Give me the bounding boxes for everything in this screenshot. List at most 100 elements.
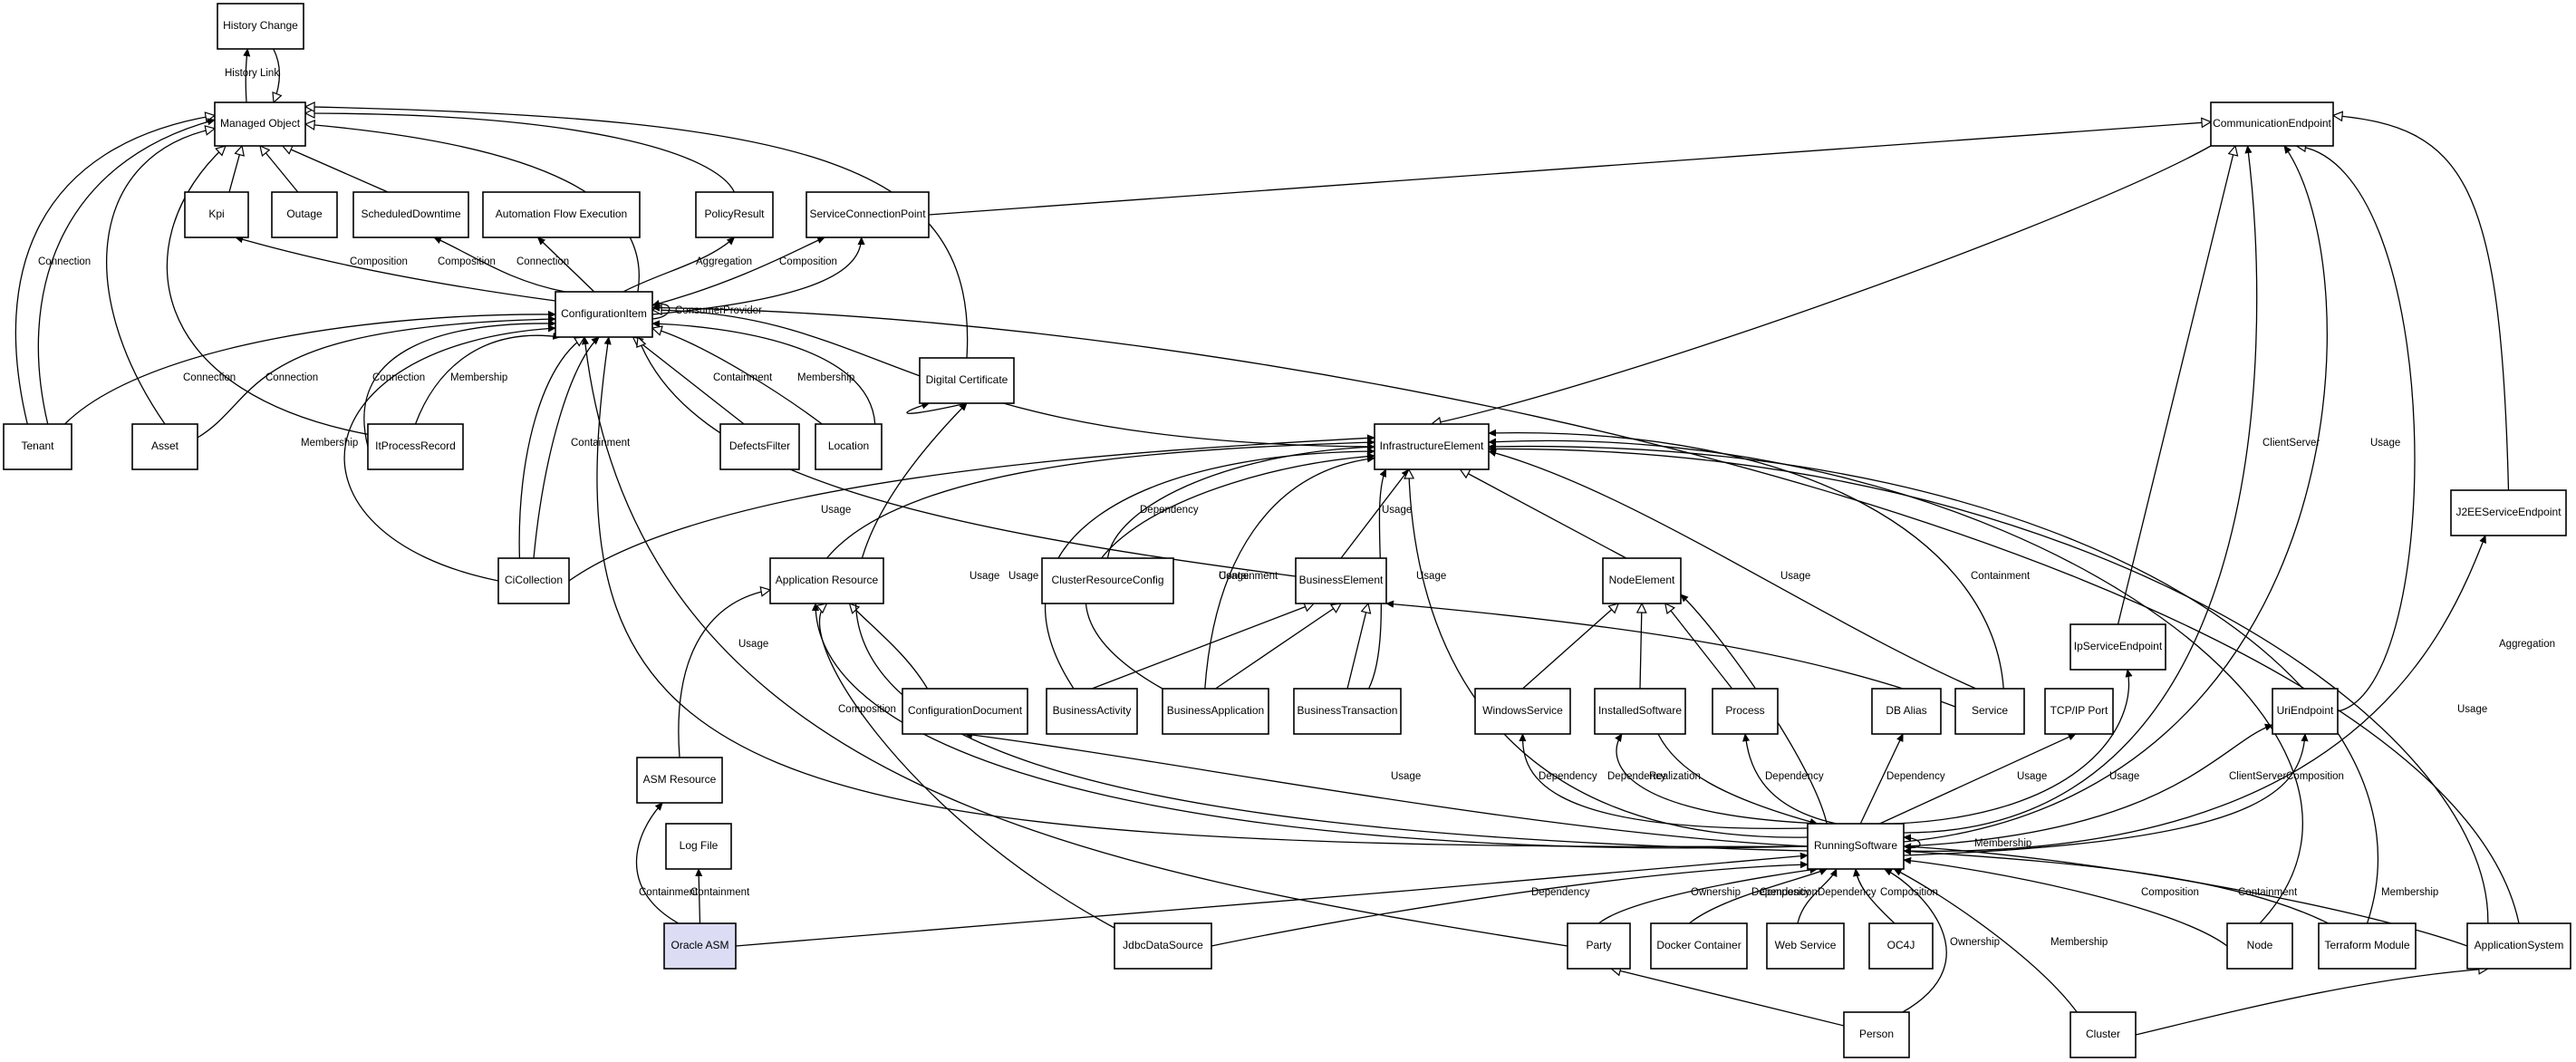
node-jdbc-data-source[interactable]: JdbcDataSource: [1114, 922, 1212, 970]
node-defects-filter[interactable]: DefectsFilter: [719, 423, 800, 470]
node-box[interactable]: [663, 922, 737, 970]
node-box[interactable]: [806, 191, 930, 238]
node-application-system[interactable]: ApplicationSystem: [2466, 922, 2571, 970]
node-box[interactable]: [1650, 922, 1748, 970]
node-box[interactable]: [1293, 688, 1402, 735]
node-windows-service[interactable]: WindowsService: [1474, 688, 1571, 735]
node-box[interactable]: [1594, 688, 1686, 735]
node-box[interactable]: [184, 191, 249, 238]
node-box[interactable]: [1843, 1011, 1910, 1058]
node-policy-result[interactable]: PolicyResult: [695, 191, 774, 238]
node-communication-endpoint[interactable]: CommunicationEndpoint: [2210, 101, 2334, 147]
node-box[interactable]: [271, 191, 338, 238]
node-box[interactable]: [352, 191, 469, 238]
node-box[interactable]: [555, 291, 653, 338]
node-person[interactable]: Person: [1843, 1011, 1910, 1058]
node-box[interactable]: [1474, 688, 1571, 735]
node-tenant[interactable]: Tenant: [3, 423, 72, 470]
node-box[interactable]: [214, 101, 306, 147]
node-business-application[interactable]: BusinessApplication: [1162, 688, 1269, 735]
node-business-element[interactable]: BusinessElement: [1295, 557, 1387, 604]
node-node[interactable]: Node: [2226, 922, 2293, 970]
node-box[interactable]: [2226, 922, 2293, 970]
node-box[interactable]: [1602, 557, 1682, 604]
node-kpi[interactable]: Kpi: [184, 191, 249, 238]
node-configuration-document[interactable]: ConfigurationDocument: [902, 688, 1028, 735]
node-box[interactable]: [719, 423, 800, 470]
node-box[interactable]: [1712, 688, 1779, 735]
node-node-element[interactable]: NodeElement: [1602, 557, 1682, 604]
node-uri-endpoint[interactable]: UriEndpoint: [2272, 688, 2339, 735]
node-j2ee-service-endpoint[interactable]: J2EEServiceEndpoint: [2450, 489, 2567, 536]
node-terraform-module[interactable]: Terraform Module: [2318, 922, 2417, 970]
node-oc4j[interactable]: OC4J: [1868, 922, 1934, 970]
node-box[interactable]: [919, 357, 1015, 404]
node-box[interactable]: [1041, 557, 1174, 604]
node-label: Tenant: [21, 439, 54, 452]
node-history-change[interactable]: History Change: [217, 3, 304, 50]
node-box[interactable]: [367, 423, 464, 470]
node-box[interactable]: [217, 3, 304, 50]
node-automation-flow-execution[interactable]: Automation Flow Execution: [482, 191, 641, 238]
node-application-resource[interactable]: Application Resource: [769, 557, 884, 604]
node-box[interactable]: [1567, 922, 1631, 970]
node-box[interactable]: [2272, 688, 2339, 735]
node-box[interactable]: [1871, 688, 1942, 735]
node-ip-service-endpoint[interactable]: IpServiceEndpoint: [2069, 623, 2166, 671]
node-box[interactable]: [902, 688, 1028, 735]
node-box[interactable]: [1295, 557, 1387, 604]
node-business-transaction[interactable]: BusinessTransaction: [1293, 688, 1402, 735]
node-box[interactable]: [769, 557, 884, 604]
node-box[interactable]: [2069, 1011, 2137, 1058]
node-box[interactable]: [1374, 423, 1490, 470]
node-web-service[interactable]: Web Service: [1766, 922, 1845, 970]
node-docker-container[interactable]: Docker Container: [1650, 922, 1748, 970]
node-box[interactable]: [1868, 922, 1934, 970]
node-oracle-asm[interactable]: Oracle ASM: [663, 922, 737, 970]
node-box[interactable]: [1114, 922, 1212, 970]
node-digital-certificate[interactable]: Digital Certificate: [919, 357, 1015, 404]
node-business-activity[interactable]: BusinessActivity: [1046, 688, 1138, 735]
node-box[interactable]: [482, 191, 641, 238]
node-box[interactable]: [695, 191, 774, 238]
node-party[interactable]: Party: [1567, 922, 1631, 970]
node-cluster-resource-config[interactable]: ClusterResourceConfig: [1041, 557, 1174, 604]
node-box[interactable]: [636, 757, 723, 804]
node-box[interactable]: [497, 557, 570, 604]
node-box[interactable]: [2318, 922, 2417, 970]
node-box[interactable]: [2210, 101, 2334, 147]
node-asm-resource[interactable]: ASM Resource: [636, 757, 723, 804]
node-scheduled-downtime[interactable]: ScheduledDowntime: [352, 191, 469, 238]
node-box[interactable]: [1046, 688, 1138, 735]
node-service-connection-point[interactable]: ServiceConnectionPoint: [806, 191, 930, 238]
node-box[interactable]: [1162, 688, 1269, 735]
node-process[interactable]: Process: [1712, 688, 1779, 735]
node-box[interactable]: [2069, 623, 2166, 671]
node-outage[interactable]: Outage: [271, 191, 338, 238]
node-location[interactable]: Location: [815, 423, 883, 470]
node-running-software[interactable]: RunningSoftware: [1807, 823, 1905, 870]
node-box[interactable]: [1766, 922, 1845, 970]
node-box[interactable]: [2450, 489, 2567, 536]
node-configuration-item[interactable]: ConfigurationItem: [555, 291, 653, 338]
node-infrastructure-element[interactable]: InfrastructureElement: [1374, 423, 1490, 470]
node-box[interactable]: [2044, 688, 2114, 735]
node-db-alias[interactable]: DB Alias: [1871, 688, 1942, 735]
node-asset[interactable]: Asset: [131, 423, 198, 470]
node-cluster[interactable]: Cluster: [2069, 1011, 2137, 1058]
node-managed-object[interactable]: Managed Object: [214, 101, 306, 147]
node-service[interactable]: Service: [1954, 688, 2025, 735]
node-box[interactable]: [1954, 688, 2025, 735]
node-installed-software[interactable]: InstalledSoftware: [1594, 688, 1686, 735]
node-box[interactable]: [2466, 922, 2571, 970]
node-box[interactable]: [3, 423, 72, 470]
node-tcpip-port[interactable]: TCP/IP Port: [2044, 688, 2114, 735]
node-itprocess-record[interactable]: ItProcessRecord: [367, 423, 464, 470]
node-box[interactable]: [665, 823, 732, 870]
node-box[interactable]: [815, 423, 883, 470]
edge-rs-comm-cs: [1903, 145, 2258, 834]
node-box[interactable]: [1807, 823, 1905, 870]
node-box[interactable]: [131, 423, 198, 470]
node-log-file[interactable]: Log File: [665, 823, 732, 870]
node-ci-collection[interactable]: CiCollection: [497, 557, 570, 604]
